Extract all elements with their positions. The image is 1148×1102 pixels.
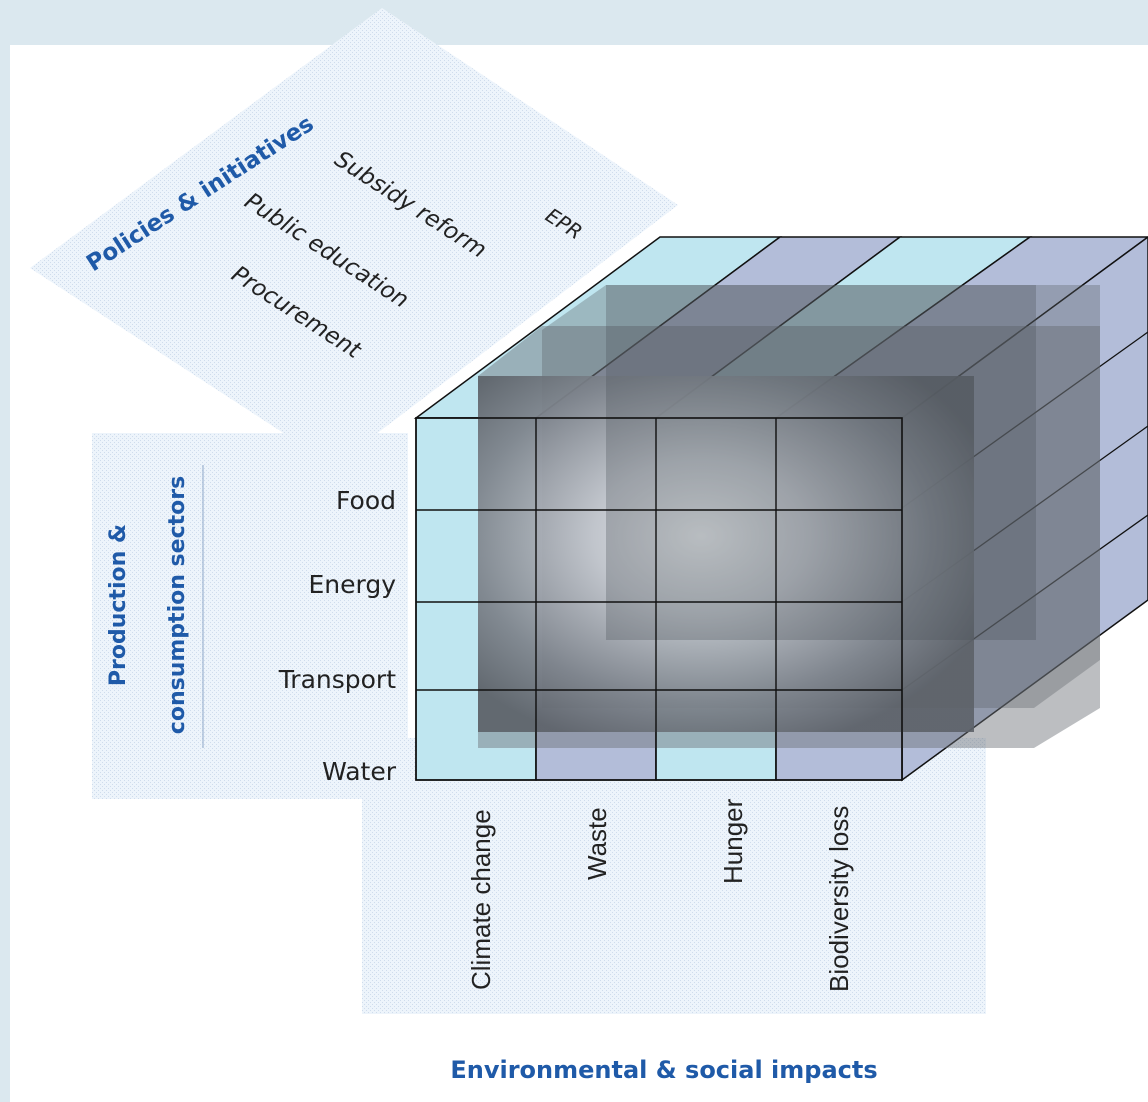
- cube: [413, 236, 1148, 782]
- sector-transport: Transport: [278, 665, 397, 694]
- policies-panel: [30, 8, 678, 466]
- impact-climate-change: Climate change: [466, 809, 496, 990]
- sector-energy: Energy: [308, 570, 396, 599]
- sector-water: Water: [322, 757, 397, 786]
- sectors-panel: [92, 433, 408, 799]
- sectors-title-line2: consumption sectors: [165, 476, 190, 734]
- impact-hunger: Hunger: [718, 798, 748, 884]
- impact-biodiversity-loss: Biodiversity loss: [824, 806, 854, 992]
- cube-inner-glow: [478, 285, 1100, 748]
- sector-food: Food: [336, 486, 396, 515]
- sectors-title-line1: Production &: [106, 524, 131, 686]
- impact-waste: Waste: [582, 807, 612, 880]
- impacts-title: Environmental & social impacts: [450, 1056, 877, 1084]
- impacts-panel: [362, 738, 986, 1014]
